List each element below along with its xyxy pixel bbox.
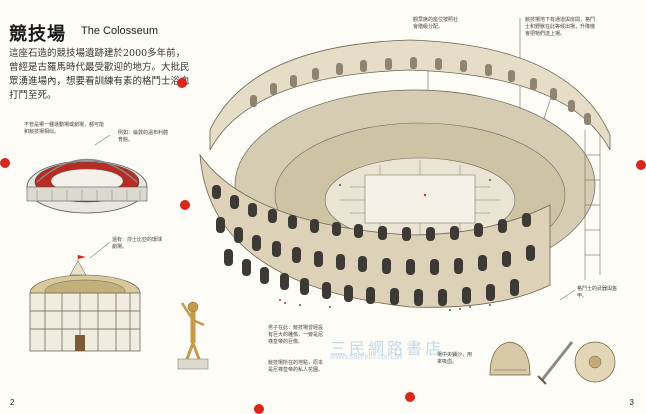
page-title: 競技場	[9, 24, 66, 45]
hypogeum-note: 競技場地下有通道與房間，格鬥士和野獸在此等候出場，升降機會把牠們送上場。	[525, 17, 596, 37]
arena-floor-note: 場中央鋪沙，用來吸血。	[437, 352, 473, 365]
red-dot-center-left	[180, 200, 190, 210]
globe-theatre-note: 還有：莎士比亞的環球劇場。	[112, 237, 163, 250]
wembley-note: 例如：倫敦的溫布利體育館。	[118, 130, 169, 143]
page-number-left: 2	[10, 398, 15, 407]
watermark-url: www.sanmin.com.tw	[330, 352, 403, 361]
wembley-stadium-illustration	[26, 158, 148, 214]
page-title-english: The Colosseum	[81, 25, 159, 37]
seating-note: 觀眾席的座位按照社會階級分配。	[413, 17, 459, 30]
watermark-text: 三民網路書店	[330, 341, 445, 358]
page-number-right: 3	[629, 398, 634, 407]
modern-stadium-intro-note: 不管是哪一種運動場或劇場，都可能和競技場相似。	[24, 122, 105, 135]
red-dot-bottom-left	[254, 404, 264, 414]
statue-illustration	[177, 301, 209, 370]
red-dot-right	[636, 160, 646, 170]
intro-paragraph: 這座石造的競技場遺跡建於2000多年前，曾經是古羅馬時代最受歡迎的地方。大批民眾…	[9, 48, 190, 101]
colosseum-illustration	[199, 39, 611, 311]
garden-note: 競技場所在的地點，原本是尼祿皇帝的私人花園。	[268, 360, 324, 373]
gladiator-items-note: 格鬥士的武器與盔甲。	[577, 286, 618, 299]
globe-theatre-illustration	[29, 255, 141, 352]
red-dot-bottom	[405, 392, 415, 402]
red-dot-intro	[177, 78, 187, 88]
statue-note: 男子在此：競技場曾經設有巨大的雕像，一旁是尼祿皇帝的巨像。	[268, 325, 324, 345]
gladiator-items-illustration	[489, 341, 616, 385]
red-dot-left	[0, 158, 10, 168]
